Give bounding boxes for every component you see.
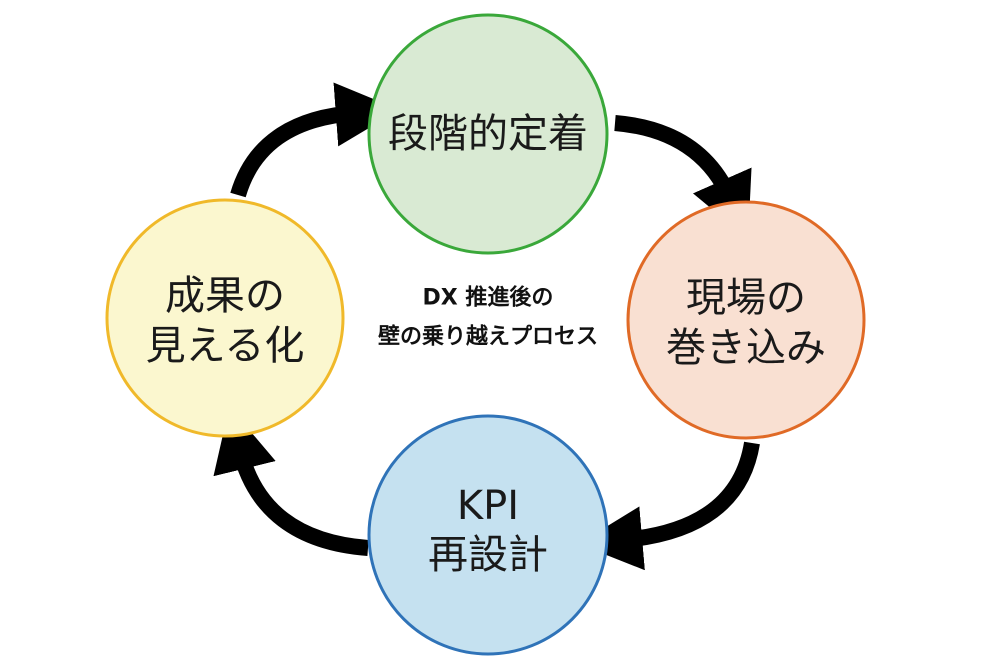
node-left: 成果の 見える化 (105, 198, 345, 438)
node-bottom-label-line2: 再設計 (428, 532, 548, 578)
node-top-circle (367, 13, 609, 255)
arrow-right-to-bottom (578, 441, 760, 571)
arrow-left-to-top (230, 82, 400, 198)
node-right: 現場の 巻き込み (626, 200, 866, 440)
node-left-label-line1: 成果の (165, 273, 285, 319)
node-right-label-line2: 巻き込み (666, 325, 826, 371)
node-bottom-label-line1: KPI (457, 483, 519, 529)
arrow-top-to-right (614, 115, 752, 239)
node-top-label: 段階的定着 (388, 111, 588, 157)
node-left-label-line2: 見える化 (146, 323, 305, 369)
center-title-line1: DX 推進後の (423, 285, 554, 311)
node-bottom-circle (367, 414, 609, 656)
center-title-line2: 壁の乗り越えプロセス (378, 324, 598, 350)
node-right-circle (626, 200, 866, 440)
arrow-bottom-to-left (213, 406, 369, 556)
node-bottom: KPI 再設計 (367, 414, 609, 656)
node-right-label-line1: 現場の (686, 275, 806, 321)
node-left-circle (105, 198, 345, 438)
node-top: 段階的定着 (367, 13, 609, 255)
